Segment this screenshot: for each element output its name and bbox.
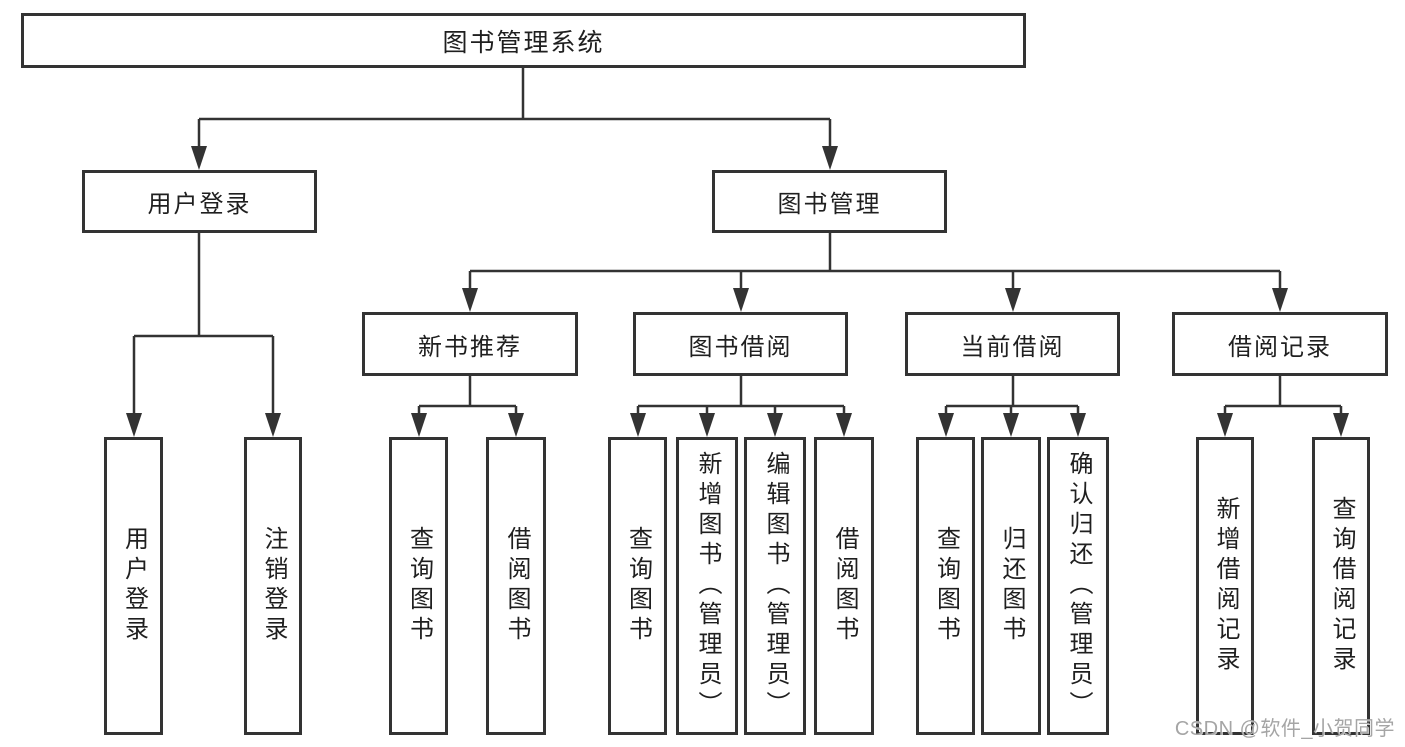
node-library-management-system: 图书管理系统 xyxy=(21,13,1026,68)
node-label: 图书管理系统 xyxy=(442,28,605,57)
node-label: 用户登录 xyxy=(147,191,252,218)
leaf-confirm-return-admin: 确认归还（管理员） xyxy=(1047,437,1109,735)
leaf-query-books-current: 查询图书 xyxy=(916,437,975,735)
leaf-user-login: 用户登录 xyxy=(104,437,163,735)
node-borrowing-records: 借阅记录 xyxy=(1172,312,1388,376)
leaf-add-books-admin: 新增图书（管理员） xyxy=(676,437,738,735)
leaf-query-books-recommend: 查询图书 xyxy=(389,437,448,735)
leaf-label: 编辑图书（管理员） xyxy=(762,451,789,721)
node-new-book-recommendation: 新书推荐 xyxy=(362,312,578,376)
leaf-logout: 注销登录 xyxy=(244,437,302,735)
leaf-borrow-books-recommend: 借阅图书 xyxy=(486,437,546,735)
node-book-management: 图书管理 xyxy=(712,170,947,233)
leaf-borrow-books: 借阅图书 xyxy=(814,437,874,735)
leaf-query-borrow-record: 查询借阅记录 xyxy=(1312,437,1370,735)
node-label: 新书推荐 xyxy=(418,333,522,361)
leaf-label: 查询图书 xyxy=(624,526,652,646)
leaf-label: 借阅图书 xyxy=(831,526,858,646)
node-user-login: 用户登录 xyxy=(82,170,317,233)
leaf-label: 借阅图书 xyxy=(503,526,530,646)
leaf-label: 确认归还（管理员） xyxy=(1065,451,1092,721)
leaf-label: 查询借阅记录 xyxy=(1328,496,1355,676)
leaf-label: 新增借阅记录 xyxy=(1212,496,1239,676)
leaf-edit-books-admin: 编辑图书（管理员） xyxy=(744,437,806,735)
leaf-label: 查询图书 xyxy=(932,526,960,646)
node-book-borrowing: 图书借阅 xyxy=(633,312,848,376)
leaf-label: 归还图书 xyxy=(998,526,1025,646)
node-label: 图书借阅 xyxy=(688,333,793,361)
node-label: 借阅记录 xyxy=(1228,333,1332,361)
node-label: 图书管理 xyxy=(777,191,882,218)
leaf-label: 新增图书（管理员） xyxy=(694,451,721,721)
csdn-watermark: CSDN @软件_小贺同学 xyxy=(1174,718,1395,740)
node-current-borrowing: 当前借阅 xyxy=(905,312,1120,376)
leaf-query-books-borrowing: 查询图书 xyxy=(608,437,667,735)
leaf-return-books: 归还图书 xyxy=(981,437,1041,735)
leaf-label: 注销登录 xyxy=(260,526,287,646)
leaf-label: 查询图书 xyxy=(405,526,433,646)
leaf-add-borrow-record: 新增借阅记录 xyxy=(1196,437,1254,735)
node-label: 当前借阅 xyxy=(960,333,1065,361)
leaf-label: 用户登录 xyxy=(120,526,148,646)
